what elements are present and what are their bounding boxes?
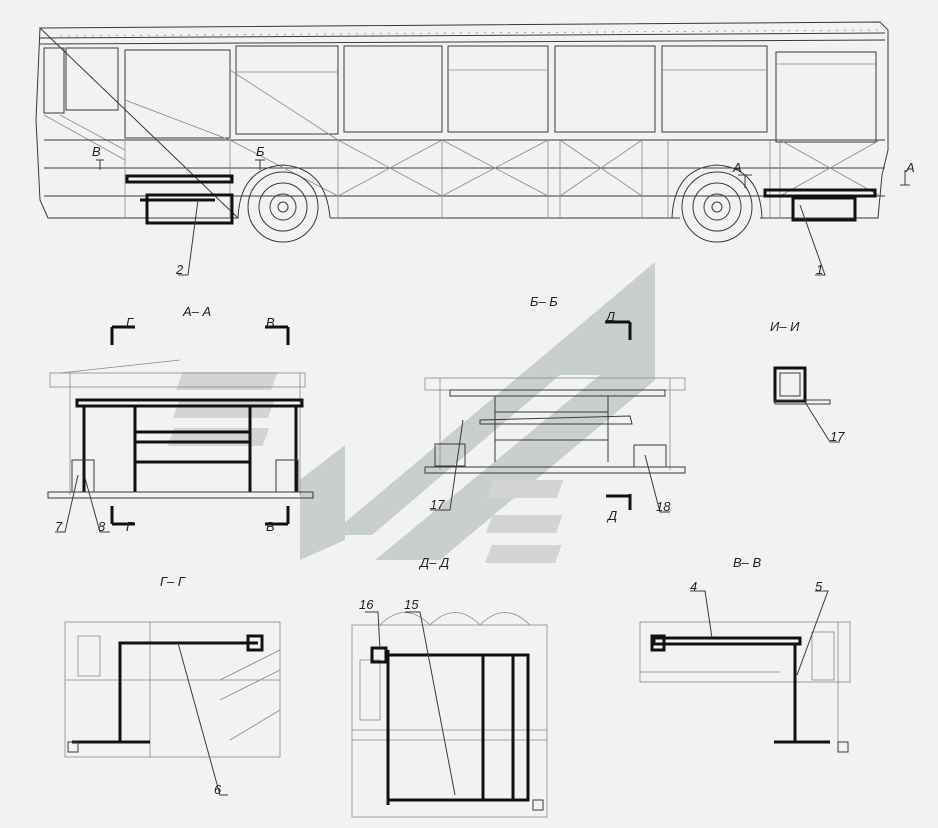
callout-2: 2 xyxy=(175,262,184,277)
callout-7: 7 xyxy=(55,519,63,534)
rear-wheel xyxy=(247,171,319,243)
callout-15: 15 xyxy=(404,597,419,612)
bus-side-view xyxy=(35,21,910,243)
callout-18: 18 xyxy=(656,499,671,514)
section-bb-title: Б– Б xyxy=(530,294,558,309)
callout-8: 8 xyxy=(98,519,106,534)
callout-4: 4 xyxy=(690,579,697,594)
cut-mark-d-top: Д xyxy=(604,309,615,324)
callout-5: 5 xyxy=(815,579,823,594)
section-ii-drawing xyxy=(773,366,831,405)
section-bb-drawing xyxy=(424,320,686,510)
callout-17-ii: 17 xyxy=(830,429,845,444)
part-1-frame xyxy=(763,188,877,222)
cut-mark-v-top: В xyxy=(266,315,275,330)
section-gg-title: Г– Г xyxy=(160,574,186,589)
section-vv-drawing xyxy=(639,621,851,753)
callout-1: 1 xyxy=(816,262,823,277)
section-ii-title: И– И xyxy=(770,319,800,334)
cut-mark-a-label-right: А xyxy=(905,160,915,175)
cut-mark-g-bottom: Г xyxy=(126,519,134,534)
callout-16: 16 xyxy=(359,597,374,612)
cut-mark-b-label: Б xyxy=(256,144,265,159)
cut-mark-v-bottom: В xyxy=(266,519,275,534)
section-dd-title: Д– Д xyxy=(418,555,449,570)
section-dd-drawing xyxy=(351,612,548,818)
cut-mark-a-label-left: А xyxy=(732,160,742,175)
cut-mark-d-bottom: Д xyxy=(606,508,617,523)
section-vv-title: В– В xyxy=(733,555,762,570)
front-wheel xyxy=(681,171,753,243)
callout-17-bb: 17 xyxy=(430,497,445,512)
section-aa-title: А– А xyxy=(182,304,211,319)
cut-mark-v-label: В xyxy=(92,144,101,159)
section-aa-drawing xyxy=(47,325,314,526)
cut-mark-g-top: Г xyxy=(126,315,134,330)
callout-6: 6 xyxy=(214,782,222,797)
section-gg-drawing xyxy=(64,621,281,758)
part-2-frame xyxy=(125,174,234,225)
